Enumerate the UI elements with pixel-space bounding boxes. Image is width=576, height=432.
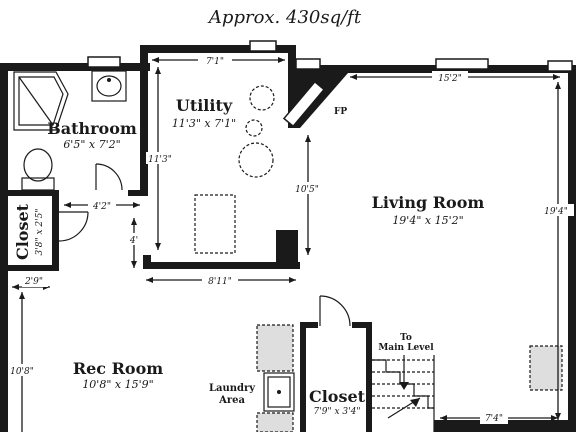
bathroom-door-icon — [95, 163, 123, 191]
dim-bottom-right: 7'4" — [485, 414, 503, 424]
stairs-label-line2: Main Level — [378, 343, 434, 353]
bathroom-name: Bathroom — [47, 119, 137, 138]
closet-left-name: Closet — [13, 203, 32, 260]
shower-icon — [13, 71, 69, 131]
window-utility — [249, 40, 277, 52]
fireplace-label: FP — [334, 107, 347, 117]
dim-living-side: 10'5" — [295, 185, 319, 195]
window-bathroom — [87, 56, 121, 68]
dim-small-vert: 4' — [129, 236, 138, 246]
laundry-name-line2: Area — [218, 395, 245, 406]
utility-equipment-icon — [194, 85, 275, 254]
dim-living-top: 15'2" — [438, 74, 462, 84]
stairs-label-line1: To — [400, 333, 412, 343]
dim-rec-side: 10'8" — [10, 367, 34, 377]
living-room-dims: 19'4" x 15'2" — [392, 214, 463, 227]
bathroom-dims: 6'5" x 7'2" — [63, 138, 120, 151]
center-closet-door-icon — [319, 295, 351, 327]
closet-left-dims: 3'8" x 2'5" — [35, 209, 45, 256]
closet-door-icon — [58, 211, 89, 242]
toilet-icon — [21, 148, 55, 191]
living-cabinet-icon — [529, 345, 563, 391]
laundry-name-line1: Laundry — [209, 383, 256, 394]
rec-room-name: Rec Room — [73, 359, 163, 378]
area-subtitle: Approx. 430sq/ft — [207, 7, 362, 28]
window-corner — [547, 60, 573, 72]
dim-utility-bottom: 8'11" — [208, 277, 232, 287]
center-closet-name: Closet — [309, 387, 366, 406]
window-living — [435, 58, 489, 70]
rec-room-dims: 10'8" x 15'9" — [82, 378, 153, 391]
dim-utility-top: 7'1" — [206, 57, 224, 67]
dim-closet-width: 2'9" — [24, 277, 43, 287]
utility-name: Utility — [176, 96, 233, 115]
dim-living-right: 19'4" — [544, 207, 568, 217]
laundry-appliances-icon — [256, 324, 295, 432]
center-closet-dims: 7'9" x 3'4" — [314, 407, 361, 417]
window-fp — [295, 58, 321, 70]
dim-utility-side: 11'3" — [148, 155, 172, 165]
sink-icon — [91, 70, 127, 102]
fireplace-hearth — [282, 80, 326, 128]
utility-dims: 11'3" x 7'1" — [172, 117, 236, 130]
dim-bath-bottom: 4'2" — [92, 202, 111, 212]
stairs-icon — [372, 355, 435, 432]
living-room-name: Living Room — [372, 193, 485, 212]
